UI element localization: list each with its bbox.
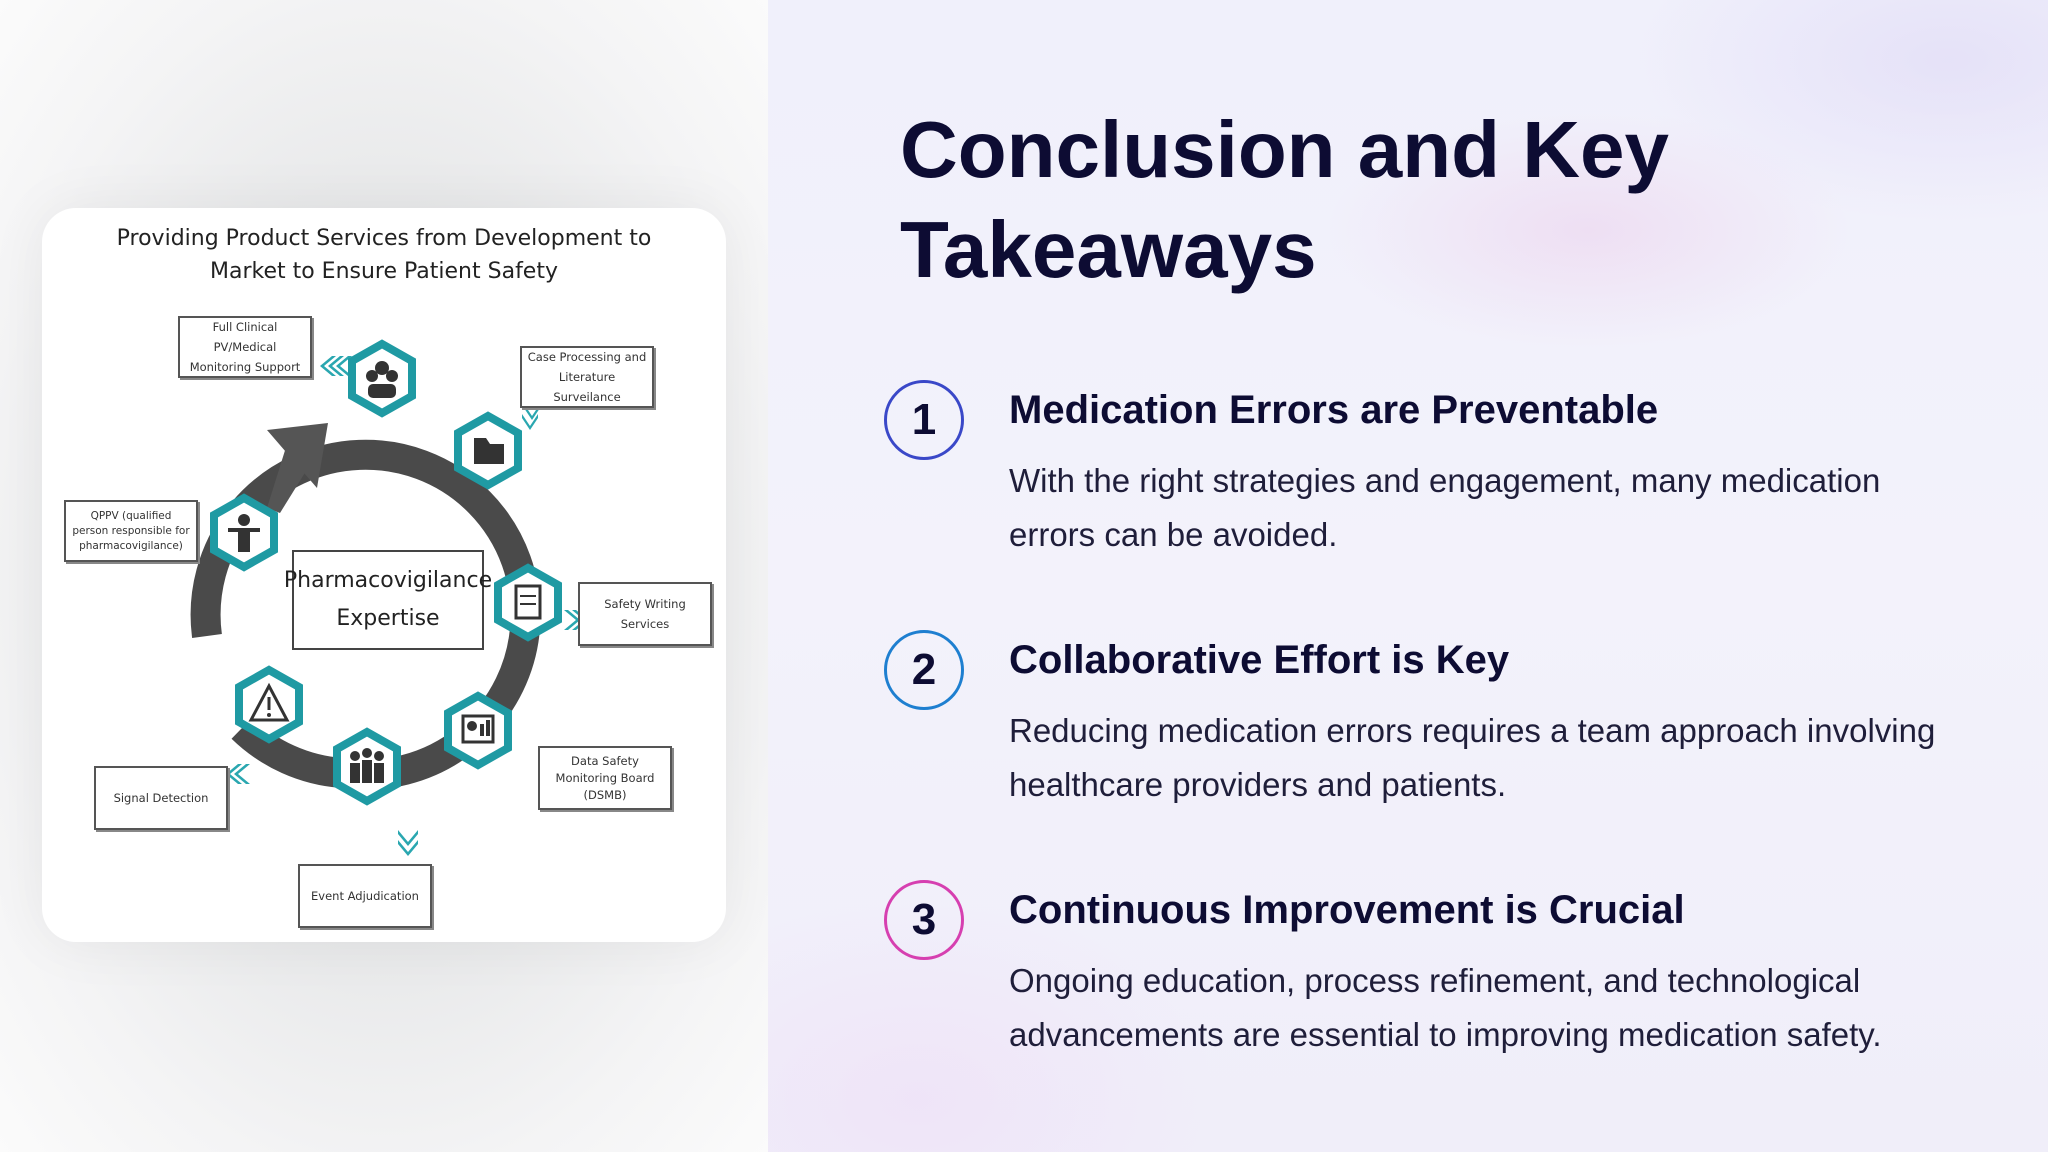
notepad-icon <box>494 563 562 642</box>
box-dsmb-line2: Monitoring Board <box>555 770 655 785</box>
center-label-line1: Pharmacovigilance <box>283 568 493 593</box>
number-badge-3: 3 <box>884 880 964 960</box>
number-badge-2: 2 <box>884 630 964 710</box>
box-event-label: Event Adjudication <box>311 889 419 903</box>
box-event-adjudication: Event Adjudication <box>298 864 432 928</box>
diagram-title-line2: Market to Ensure Patient Safety <box>209 259 558 284</box>
takeaway-body-1: With the right strategies and engagement… <box>1009 462 1881 553</box>
box-qppv-line3: pharmacovigilance) <box>79 539 183 552</box>
number-badge-1: 1 <box>884 380 964 460</box>
diagram-card: Providing Product Services from Developm… <box>42 208 726 942</box>
box-clinical-line1: Full Clinical PV/Medical <box>212 320 278 354</box>
box-writing-line2: Services <box>620 617 670 631</box>
box-case-line2: Literature Surveilance <box>553 370 621 404</box>
takeaway-body-3: Ongoing education, process refinement, a… <box>1009 962 1882 1053</box>
box-dsmb: Data Safety Monitoring Board (DSMB) <box>538 746 672 810</box>
box-clinical-support: Full Clinical PV/Medical Monitoring Supp… <box>178 316 312 378</box>
team-icon <box>348 339 416 418</box>
takeaway-body-2: Reducing medication errors requires a te… <box>1009 712 1936 803</box>
takeaway-item-2: 2 Collaborative Effort is Key Reducing m… <box>884 630 2004 830</box>
box-qppv-line2: person responsible for <box>72 524 190 537</box>
takeaway-title-3: Continuous Improvement is Crucial <box>1009 888 1685 932</box>
dashboard-icon <box>444 691 512 770</box>
left-panel: Providing Product Services from Developm… <box>0 0 768 1152</box>
warning-icon <box>235 665 303 744</box>
box-case-processing: Case Processing and Literature Surveilan… <box>520 346 654 408</box>
hexagon-layer <box>210 339 562 806</box>
human-icon <box>210 493 278 572</box>
box-dsmb-line1: Data Safety <box>571 753 639 768</box>
right-panel <box>768 0 2048 1152</box>
box-qppv: QPPV (qualified person responsible for p… <box>64 500 198 562</box>
box-clinical-line2: Monitoring Support <box>189 360 301 374</box>
people-icon <box>333 727 401 806</box>
center-label: Pharmacovigilance Expertise <box>284 550 492 650</box>
box-dsmb-line3: (DSMB) <box>583 787 627 802</box>
takeaway-title-1: Medication Errors are Preventable <box>1009 388 1659 432</box>
box-qppv-line1: QPPV (qualified <box>90 509 172 522</box>
takeaway-title-2: Collaborative Effort is Key <box>1009 638 1510 682</box>
box-signal-label: Signal Detection <box>113 791 209 805</box>
diagram-title-line1: Providing Product Services from Developm… <box>116 226 652 251</box>
box-writing-line1: Safety Writing <box>604 597 686 611</box>
folder-icon <box>454 411 522 490</box>
takeaway-item-1: 1 Medication Errors are Preventable With… <box>884 380 2004 580</box>
takeaway-item-3: 3 Continuous Improvement is Crucial Ongo… <box>884 880 2004 1080</box>
box-signal-detection: Signal Detection <box>94 766 228 830</box>
page-title: Conclusion and Key Takeaways <box>900 105 1669 294</box>
box-case-line1: Case Processing and <box>527 350 647 364</box>
box-safety-writing: Safety Writing Services <box>578 582 712 646</box>
center-label-line2: Expertise <box>336 606 440 631</box>
